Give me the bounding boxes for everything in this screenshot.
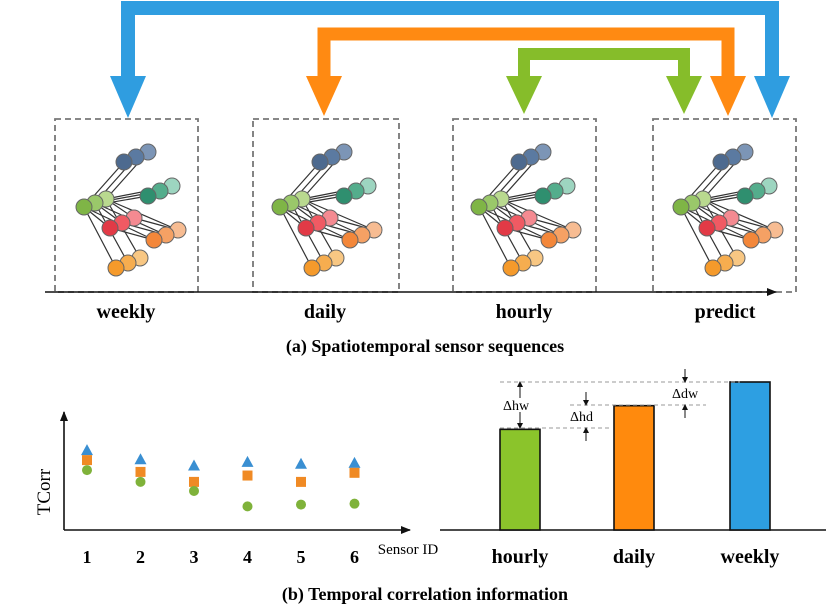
triangle-point [295,457,307,469]
triangle-point [188,459,200,471]
panel-label-weekly: weekly [97,301,156,323]
sensor-node [496,219,514,237]
bar-label-weekly: weekly [721,546,780,568]
weekly-link-arrow [110,1,790,118]
circle-point [189,485,199,496]
delta-hw-label: Δhw [503,399,530,414]
link-edge [105,198,179,231]
sensor-node [303,259,321,277]
sensor-node [534,187,552,205]
x-tick-label: 2 [136,547,145,567]
bars [499,381,771,531]
x-tick-label: 4 [243,547,252,567]
bar-label-hourly: hourly [492,546,549,568]
sensor-node [139,187,157,205]
triangle-point [81,444,93,456]
panel-weekly [54,118,199,293]
sensor-node [510,153,528,171]
sensor-node [736,187,754,205]
circle-point [296,499,306,510]
sensor-network [271,143,383,277]
caption-a: (a) Spatiotemporal sensor sequences [286,336,564,357]
x-axis-label: Sensor ID [378,542,439,558]
panel-frame [54,118,199,293]
sensor-node [145,231,163,249]
sensor-node [672,198,690,216]
link-edge [279,206,313,269]
sensor-node [470,198,488,216]
tcorr-scatter-chart: TCorr Sensor ID 1 2 3 4 5 6 [34,411,439,567]
delta-dw-label: Δdw [672,387,699,402]
link-edge [702,198,776,231]
bar-category-labels: hourly daily weekly [492,546,780,568]
sensor-network [470,143,582,277]
square-point [349,467,360,478]
sensor-node [341,231,359,249]
sensor-node [107,259,125,277]
link-edge [478,206,512,269]
bar-label-daily: daily [613,546,655,568]
panel-frame [452,118,597,293]
bar-weekly [729,381,771,531]
square-point [135,466,146,477]
link-edge [680,206,714,269]
triangle-point [241,455,254,467]
sensor-node [502,259,520,277]
hourly-link-arrow [506,48,702,114]
x-tick-label: 3 [190,547,199,567]
square-point [82,455,92,466]
sensor-node [75,198,93,216]
panel-predict [652,118,797,293]
link-edge [83,206,117,269]
daily-link-arrow [306,27,746,116]
x-tick-labels: 1 2 3 4 5 6 [83,547,360,567]
sensor-node [540,231,558,249]
panel-daily [252,118,400,293]
panel-label-predict: predict [695,301,756,323]
bar-hourly [499,428,541,531]
sensor-network [75,143,187,277]
x-tick-label: 1 [83,547,92,567]
sensor-node [698,219,716,237]
triangle-point [348,456,361,468]
sensor-node [271,198,289,216]
sensor-node [101,219,119,237]
square-point [296,476,306,487]
bar-daily [613,404,655,531]
sensor-node [742,231,760,249]
x-tick-label: 6 [350,547,359,567]
delta-hd-label: Δhd [570,410,593,425]
link-edge [301,198,375,231]
link-edge [500,198,574,231]
panel-label-hourly: hourly [496,301,553,323]
sensor-node [704,259,722,277]
x-tick-label: 5 [297,547,306,567]
circle-point [242,501,253,512]
circle-point [82,465,92,476]
triangle-point [134,453,147,465]
circle-point [349,498,360,509]
panel-hourly [452,118,597,293]
sensor-node [335,187,353,205]
sensor-node [115,153,133,171]
sensor-network [672,143,784,277]
delta-annotations: Δhw Δhd Δdw [500,369,740,441]
caption-b: (b) Temporal correlation information [282,584,568,605]
temporal-bar-chart: hourly daily weekly Δhw Δhd Δdw [440,369,826,568]
sensor-node [297,219,315,237]
sensor-node [712,153,730,171]
panel-label-daily: daily [304,301,346,323]
sensor-node [311,153,329,171]
square-point [242,470,253,481]
square-point [189,476,199,487]
data-points [81,444,361,512]
circle-point [135,476,146,487]
panel-frame [652,118,797,293]
y-axis-label: TCorr [34,468,55,515]
